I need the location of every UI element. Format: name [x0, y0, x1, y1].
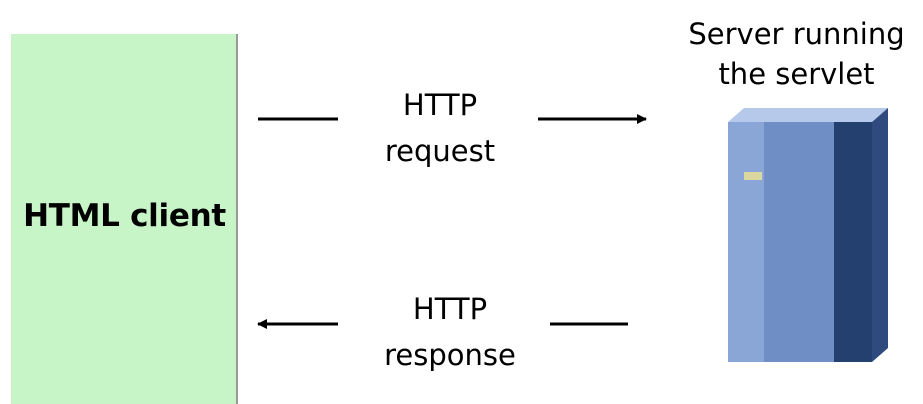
server-label-line2: the servlet — [718, 57, 875, 91]
http-response-line2: response — [384, 338, 516, 372]
server-label: Server running the servlet — [670, 14, 923, 94]
server-tower-icon — [728, 108, 888, 362]
http-request-label: HTTP request — [360, 82, 520, 174]
http-response-label: HTTP response — [370, 286, 530, 378]
html-client-label: HTML client — [23, 198, 226, 234]
html-client-box — [11, 34, 238, 404]
http-response-line1: HTTP — [412, 292, 488, 326]
http-request-line1: HTTP — [402, 88, 478, 122]
server-label-line1: Server running — [688, 17, 905, 51]
http-request-line2: request — [384, 134, 496, 168]
